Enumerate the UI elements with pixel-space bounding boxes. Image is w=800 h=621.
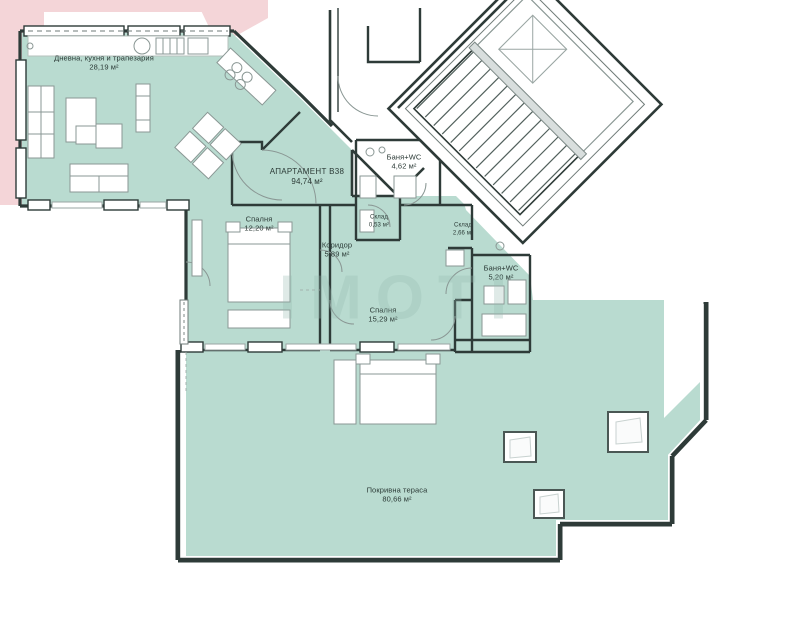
terrace-parapet-inner [180, 304, 704, 558]
terrace-fill [186, 300, 700, 556]
stair-core [328, 0, 664, 245]
terrace-notch-white [556, 520, 700, 556]
construction-lines [185, 289, 320, 392]
windows [15, 25, 451, 353]
terrace-right-diag-white [664, 300, 700, 418]
stair-core-cutout [424, 8, 700, 300]
furniture [26, 35, 649, 519]
terrace-parapet [175, 302, 709, 563]
lower-left-white [0, 205, 186, 556]
lobby-cutout [332, 8, 430, 120]
bottom-white [0, 556, 800, 621]
door-swings [185, 75, 473, 341]
right-white [700, 300, 800, 621]
